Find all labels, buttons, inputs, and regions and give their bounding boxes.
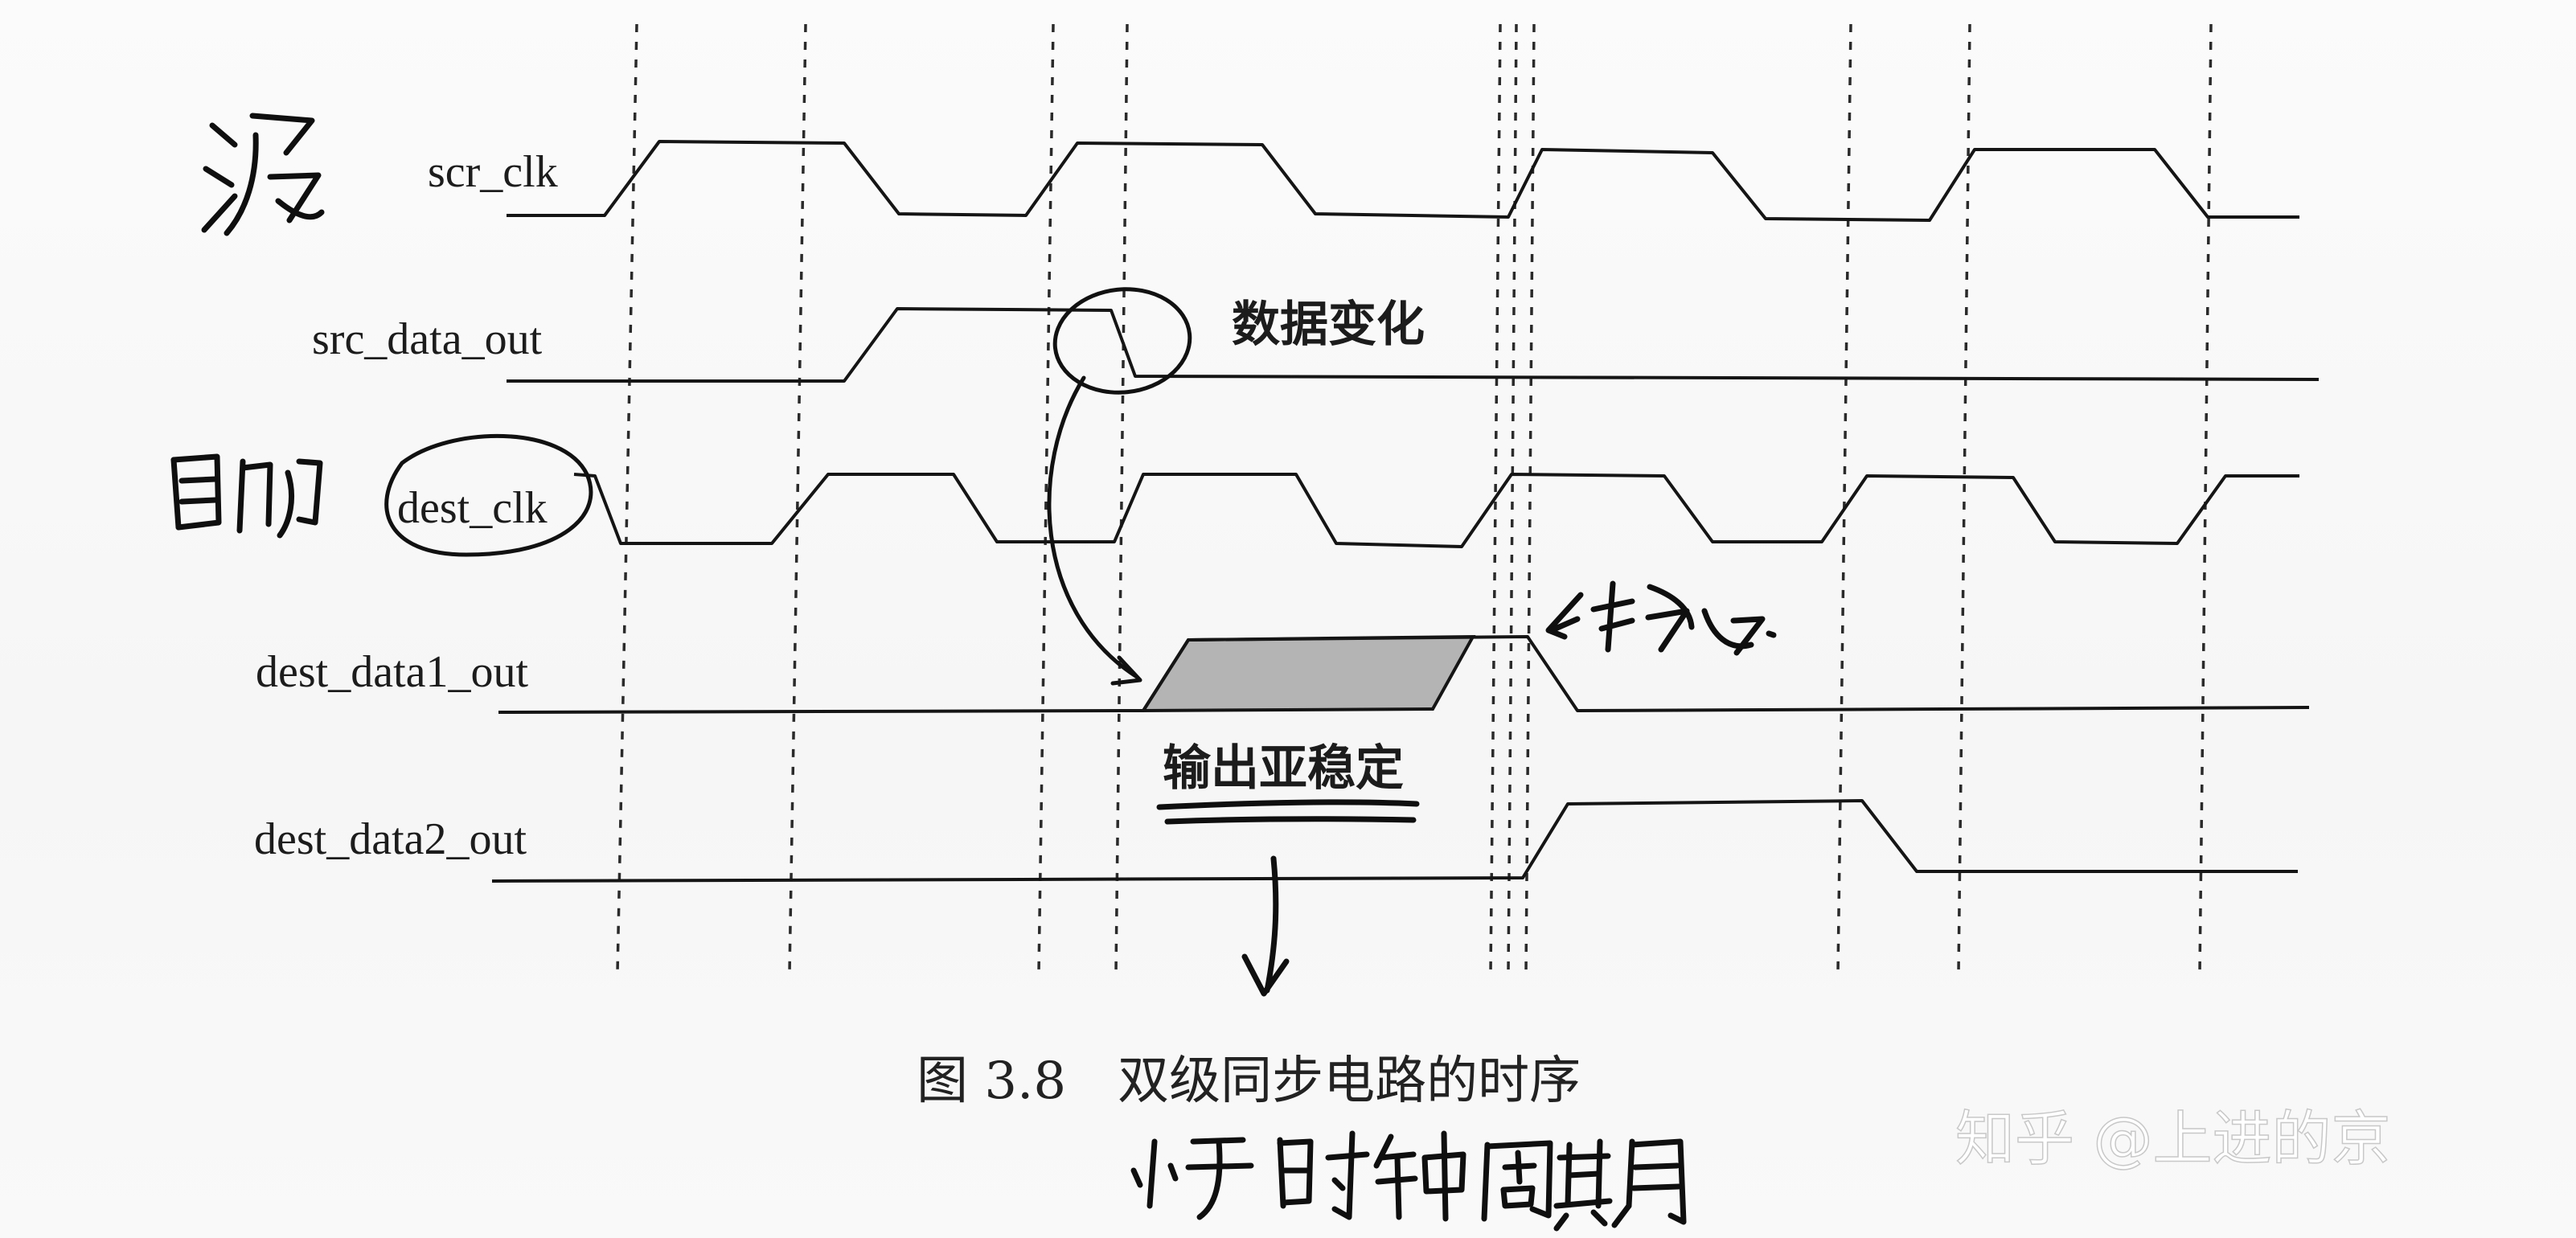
signal-label-src-clk: scr_clk (428, 147, 558, 197)
dest-clk-wave (573, 473, 2299, 548)
metastable-underline (1164, 816, 1417, 825)
metastable-region (1140, 634, 1476, 713)
watermark: 知乎 @上进的京 (1955, 1105, 2391, 1174)
signal-label-dest-data1-out: dest_data1_out (256, 647, 528, 697)
handwritten-dest-domain (170, 453, 323, 539)
figure-caption: 图 3.8 双级同步电路的时序 (917, 1051, 1581, 1111)
output-metastable-label: 输出亚稳定 (1163, 740, 1404, 797)
signal-label-dest-clk: dest_clk (397, 483, 548, 533)
guide-line (616, 23, 638, 974)
metastable-underline (1156, 799, 1420, 810)
dest-clk-ellipse (384, 433, 593, 557)
signal-label-src-data-out: src_data_out (312, 314, 543, 364)
src-data-out-wave (507, 307, 2320, 383)
data-change-label: 数据变化 (1232, 297, 1425, 353)
data-change-ellipse (1052, 287, 1192, 395)
dest-data1-out-wave (498, 635, 2310, 714)
guide-line (788, 23, 807, 974)
handwritten-less-than-cycle (1130, 1130, 1687, 1232)
down-arrow-head (1241, 953, 1290, 997)
src-clk-wave (507, 140, 2299, 222)
handwritten-source-domain (201, 113, 325, 236)
data-change-arrow (1047, 375, 1139, 679)
handwritten-stable (1545, 580, 1777, 656)
down-arrow (1264, 855, 1279, 994)
guide-line (1114, 23, 1129, 974)
signal-label-dest-data2-out: dest_data2_out (254, 814, 527, 864)
dest-data2-out-wave (491, 799, 2298, 883)
guide-line (1507, 23, 1518, 974)
guide-line (1836, 23, 1852, 974)
data-change-arrowhead (1110, 655, 1142, 686)
guide-lines (616, 23, 2213, 974)
